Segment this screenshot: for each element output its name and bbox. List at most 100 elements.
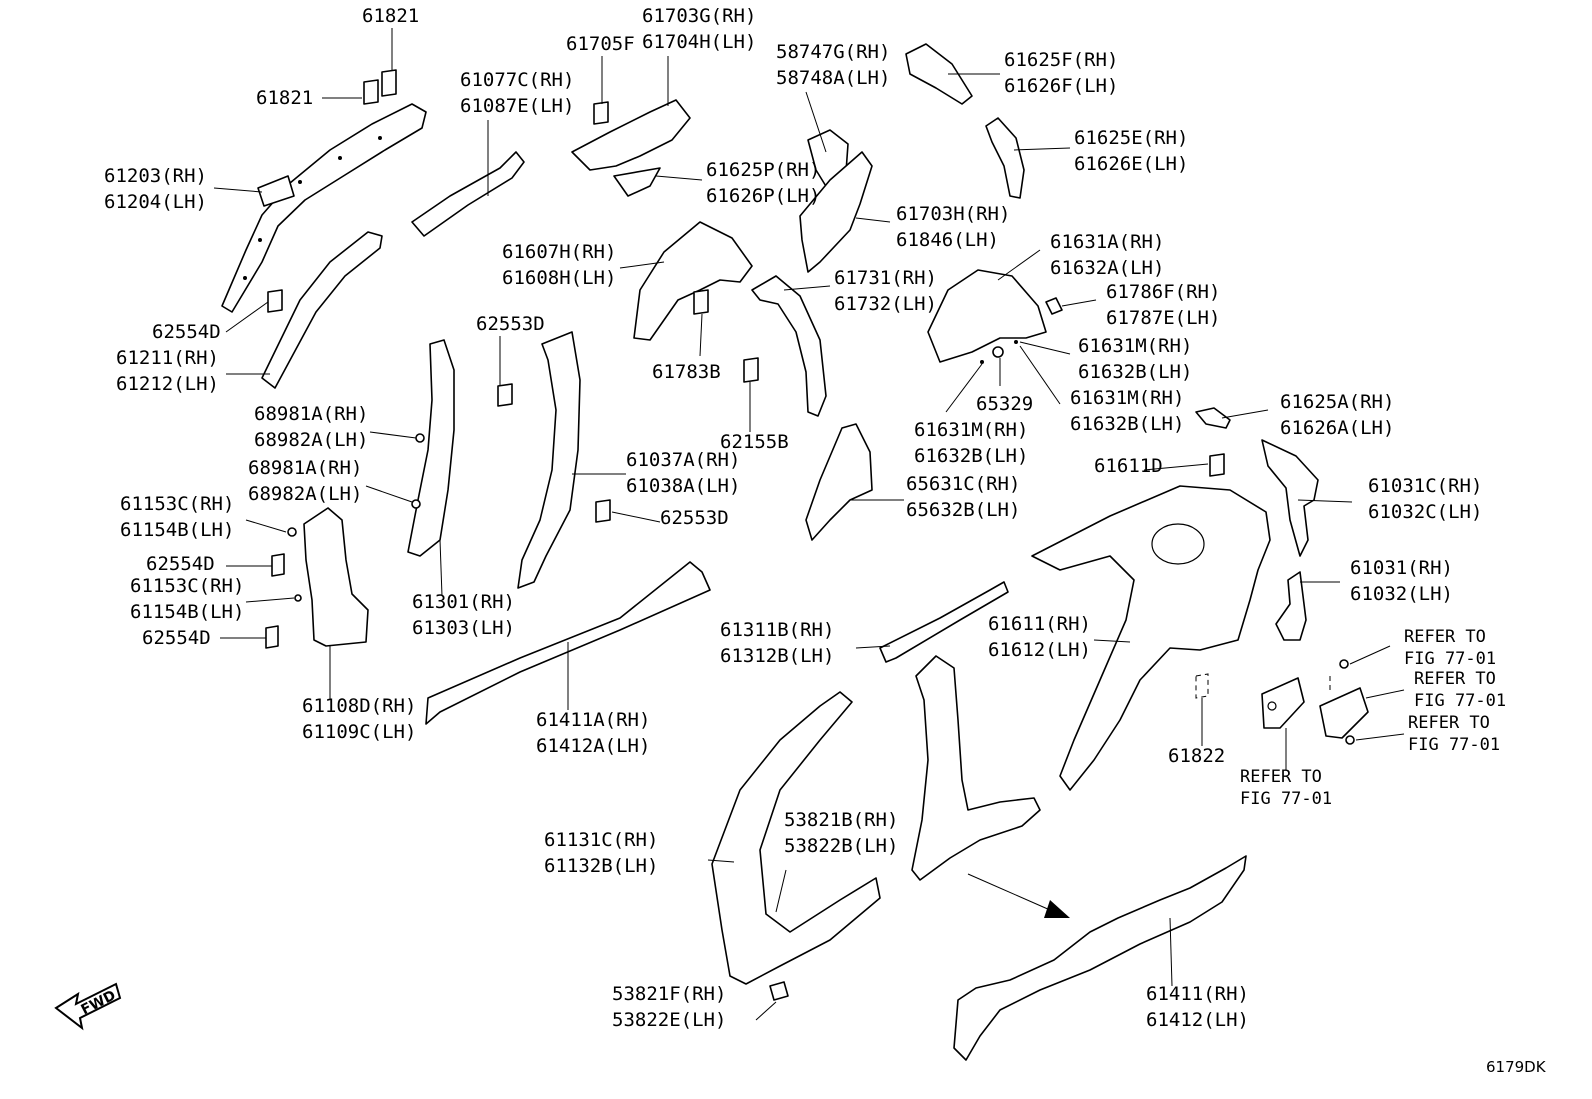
- part-65329-grommet: [992, 346, 1004, 358]
- part-61783b-pad: [693, 289, 709, 315]
- label-58748a-lh: 58748A(LH): [776, 67, 890, 89]
- part-61611-quarter-panel: [1031, 485, 1271, 791]
- part-fuel-lid: [1319, 659, 1369, 745]
- part-62554d-pad-3: [265, 625, 279, 649]
- part-61077c-rail: [411, 151, 525, 237]
- label-61632b-lh-1: 61632B(LH): [1078, 361, 1192, 383]
- label-61612-lh: 61612(LH): [988, 639, 1091, 661]
- part-58747g-61703h-panels: [799, 129, 873, 273]
- part-53821f-bracket: [769, 981, 789, 1001]
- label-61311b-rh: 61311B(RH): [720, 619, 834, 641]
- label-61607h-rh: 61607H(RH): [502, 241, 616, 263]
- label-61412-lh: 61412(LH): [1146, 1009, 1249, 1031]
- label-61303-lh: 61303(LH): [412, 617, 515, 639]
- label-65632b-lh: 65632B(LH): [906, 499, 1020, 521]
- refer-note-1-line1: REFER TO: [1404, 627, 1486, 647]
- label-61301-rh: 61301(RH): [412, 591, 515, 613]
- label-62553d-2: 62553D: [660, 507, 729, 529]
- label-61732-lh: 61732(LH): [834, 293, 937, 315]
- label-61783b: 61783B: [652, 361, 721, 383]
- refer-note-4-line1: REFER TO: [1240, 767, 1322, 787]
- label-61031c-rh: 61031C(RH): [1368, 475, 1482, 497]
- label-61411a-rh: 61411A(RH): [536, 709, 650, 731]
- label-61631a-rh: 61631A(RH): [1050, 231, 1164, 253]
- part-61631a-panel: [927, 269, 1047, 363]
- part-labels: 61821 61821 61203(RH) 61204(LH) 62554D 6…: [104, 5, 1482, 1031]
- label-53822e-lh: 53822E(LH): [612, 1009, 726, 1031]
- label-65631c-rh: 65631C(RH): [906, 473, 1020, 495]
- label-62554d-3: 62554D: [142, 627, 211, 649]
- label-61153c-rh-1: 61153C(RH): [120, 493, 234, 515]
- label-53821f-rh: 53821F(RH): [612, 983, 726, 1005]
- part-61625f-bracket: [905, 43, 973, 105]
- part-61031c-extension: [1261, 439, 1319, 557]
- label-61631m-rh-1: 61631M(RH): [1078, 335, 1192, 357]
- part-61625a-bracket: [1195, 407, 1231, 429]
- part-68981a-clip-2: [411, 499, 421, 509]
- refer-note-3-line1: REFER TO: [1408, 713, 1490, 733]
- label-61731-rh: 61731(RH): [834, 267, 937, 289]
- refer-note-1-line2: FIG 77-01: [1404, 649, 1496, 669]
- label-61204-lh: 61204(LH): [104, 191, 207, 213]
- part-68981a-clip-1: [415, 433, 425, 443]
- label-61109c-lh: 61109C(LH): [302, 721, 416, 743]
- label-53822b-lh: 53822B(LH): [784, 835, 898, 857]
- label-61821-side: 61821: [256, 87, 313, 109]
- label-61037a-rh: 61037A(RH): [626, 449, 740, 471]
- label-61211-rh: 61211(RH): [116, 347, 219, 369]
- part-61821-pads: [363, 69, 397, 105]
- label-61632b-lh-2: 61632B(LH): [1070, 413, 1184, 435]
- fwd-arrow-icon: FWD: [54, 982, 122, 1031]
- label-62553d-1: 62553D: [476, 313, 545, 335]
- part-61131c-front-pillar: [711, 691, 881, 985]
- label-61611-rh: 61611(RH): [988, 613, 1091, 635]
- part-62554d-pad-1: [267, 289, 283, 313]
- label-62155b: 62155B: [720, 431, 789, 453]
- label-61032-lh: 61032(LH): [1350, 583, 1453, 605]
- label-65329: 65329: [976, 393, 1033, 415]
- part-61703g-panel: [571, 99, 691, 171]
- part-61108d-pillar-lower: [303, 507, 369, 647]
- label-61703g-rh: 61703G(RH): [642, 5, 756, 27]
- label-61154b-lh-1: 61154B(LH): [120, 519, 234, 541]
- label-61705f: 61705F: [566, 33, 635, 55]
- label-61312b-lh: 61312B(LH): [720, 645, 834, 667]
- label-61411-rh: 61411(RH): [1146, 983, 1249, 1005]
- label-61631m-rh-2: 61631M(RH): [1070, 387, 1184, 409]
- label-61131c-rh: 61131C(RH): [544, 829, 658, 851]
- refer-notes: REFER TO FIG 77-01 REFER TO FIG 77-01 RE…: [1240, 627, 1506, 809]
- diagram-code: 6179DK: [1486, 1058, 1547, 1076]
- label-53821b-rh: 53821B(RH): [784, 809, 898, 831]
- part-61607h-wheelhouse: [633, 221, 753, 341]
- part-61203-roof-rail: [221, 103, 427, 313]
- label-61611d: 61611D: [1094, 455, 1163, 477]
- label-61031-rh: 61031(RH): [1350, 557, 1453, 579]
- label-61625p-rh: 61625P(RH): [706, 159, 820, 181]
- label-61212-lh: 61212(LH): [116, 373, 219, 395]
- label-61203-rh: 61203(RH): [104, 165, 207, 187]
- refer-note-3-line2: FIG 77-01: [1408, 735, 1500, 755]
- label-61626a-lh: 61626A(LH): [1280, 417, 1394, 439]
- part-61786f-clip: [1045, 297, 1063, 315]
- label-61632a-lh: 61632A(LH): [1050, 257, 1164, 279]
- part-center-pillar-outer: [911, 655, 1041, 881]
- label-61132b-lh: 61132B(LH): [544, 855, 658, 877]
- direction-arrow: [967, 873, 1070, 918]
- label-61787e-lh: 61787E(LH): [1106, 307, 1220, 329]
- part-62553d-pad-2: [595, 499, 611, 523]
- refer-note-2-line1: REFER TO: [1414, 669, 1496, 689]
- label-61077c-rh: 61077C(RH): [460, 69, 574, 91]
- label-61821-top: 61821: [362, 5, 419, 27]
- label-68981a-rh-2: 68981A(RH): [248, 457, 362, 479]
- part-61153c-clip-1: [287, 527, 297, 537]
- label-58747g-rh: 58747G(RH): [776, 41, 890, 63]
- part-61731-wheelhouse-outer: [751, 275, 827, 417]
- part-62554d-pad-2: [271, 553, 285, 577]
- label-61032c-lh: 61032C(LH): [1368, 501, 1482, 523]
- label-62554d-1: 62554D: [152, 321, 221, 343]
- label-61412a-lh: 61412A(LH): [536, 735, 650, 757]
- label-61846-lh: 61846(LH): [896, 229, 999, 251]
- label-61632b-lh-3: 61632B(LH): [914, 445, 1028, 467]
- label-61153c-rh-2: 61153C(RH): [130, 575, 244, 597]
